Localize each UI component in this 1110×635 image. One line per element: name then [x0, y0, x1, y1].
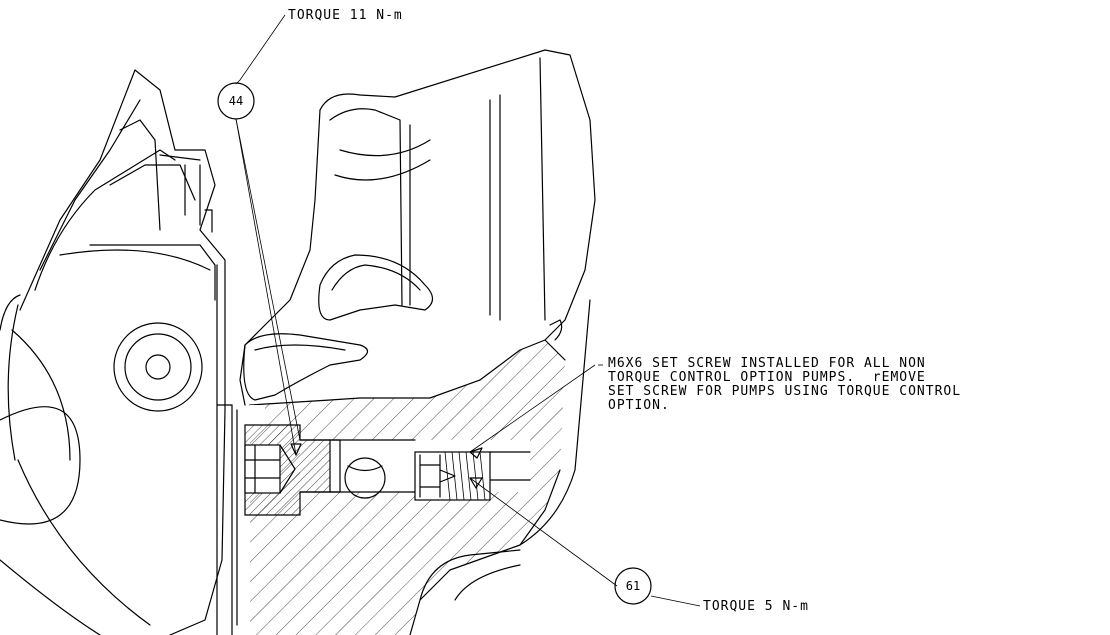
balloon-44-label: 44 [228, 94, 244, 108]
balloon-44-circle [217, 82, 255, 120]
set-screw-note-line-1: M6X6 SET SCREW INSTALLED FOR ALL NON [608, 356, 926, 371]
check-ball [344, 457, 386, 499]
hatched-section [249, 339, 566, 635]
torque-callout-bottom: TORQUE 5 N-m [703, 599, 809, 614]
torque-callout-top: TORQUE 11 N-m [288, 8, 403, 23]
left-housing [0, 69, 226, 635]
plug-part-44 [244, 424, 341, 516]
upper-casting [239, 49, 596, 406]
lower-right-casting [419, 299, 591, 601]
flange-plate [216, 264, 238, 635]
set-screw-part-61 [414, 451, 491, 501]
set-screw-note-line-4: OPTION. [608, 398, 670, 413]
set-screw-note-line-3: SET SCREW FOR PUMPS USING TORQUE CONTROL [608, 384, 962, 399]
balloon-61-circle [614, 567, 652, 605]
set-screw-note: M6X6 SET SCREW INSTALLED FOR ALL NON TOR… [608, 356, 962, 413]
balloon-61-label: 61 [625, 579, 641, 593]
set-screw-note-line-2: TORQUE CONTROL OPTION PUMPS. rEMOVE [608, 370, 926, 385]
